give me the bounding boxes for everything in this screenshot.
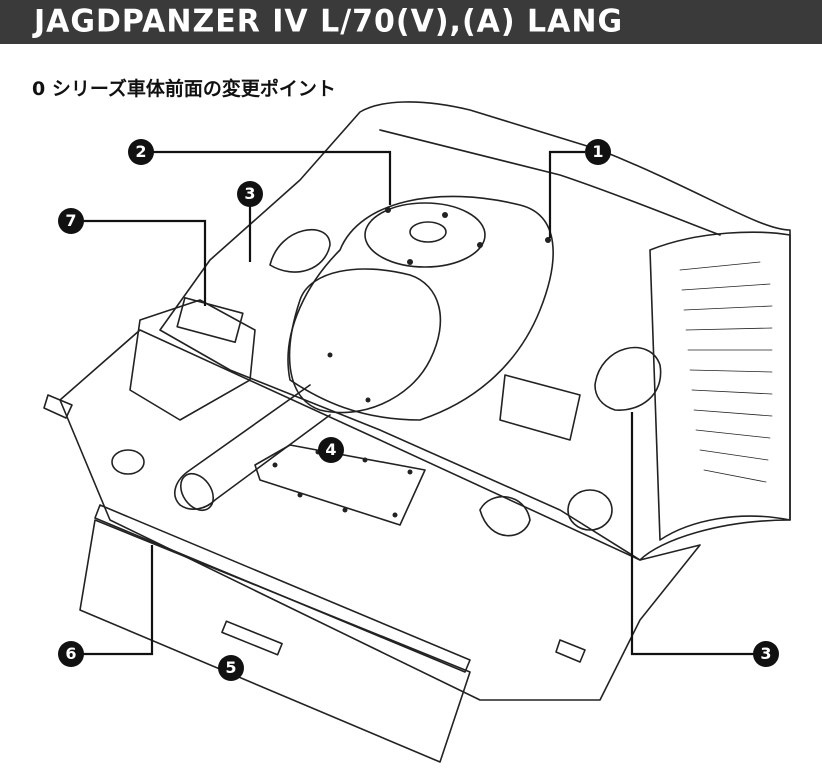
mantlet-center-plug [409, 221, 447, 243]
hinge-left [43, 394, 73, 419]
gun-collar [288, 268, 442, 414]
callout-3-right: 3 [753, 641, 779, 667]
leader-6 [82, 545, 154, 656]
callout-1: 1 [585, 139, 611, 165]
title-bar: JAGDPANZER IV L/70(V),(A) LANG [0, 0, 822, 44]
gun-barrel [174, 384, 331, 510]
callout-7: 7 [58, 208, 84, 234]
gun-mantlet [287, 195, 554, 421]
front-mudguard [79, 519, 471, 763]
callout-6: 6 [58, 641, 84, 667]
callout-5: 5 [218, 655, 244, 681]
right-vision-block [499, 374, 581, 441]
front-bumper-bar [94, 504, 471, 673]
right-horn [479, 496, 531, 537]
page-subtitle: 0 シリーズ車体前面の変更ポイント [32, 78, 336, 100]
mantlet-top-plate [364, 202, 486, 268]
leader-7 [82, 219, 207, 306]
rivets [272, 207, 551, 518]
page-title: JAGDPANZER IV L/70(V),(A) LANG [34, 3, 624, 40]
callout-3-left: 3 [237, 181, 263, 207]
left-headlight-box [176, 296, 244, 344]
hinge-right [555, 639, 586, 663]
barrel-muzzle [179, 472, 215, 512]
leader-2 [150, 150, 392, 205]
leader-lines [82, 150, 755, 656]
superstructure-outline [159, 101, 791, 561]
left-periscope-cover [269, 229, 331, 273]
side-hatching [679, 261, 773, 483]
leader-3b [630, 412, 755, 656]
right-side-plate [649, 231, 791, 541]
lower-front-plate [59, 329, 701, 701]
left-stowage-box [129, 299, 256, 421]
glacis-edge [379, 129, 721, 236]
left-tow-hook [111, 449, 145, 475]
callout-2: 2 [128, 139, 154, 165]
inspection-hatch [254, 444, 426, 526]
leader-1 [548, 150, 585, 238]
mudguard-bracket [221, 620, 283, 656]
right-notek-lamp [567, 489, 613, 531]
callout-4: 4 [318, 437, 344, 463]
right-periscope-cover [594, 346, 662, 411]
